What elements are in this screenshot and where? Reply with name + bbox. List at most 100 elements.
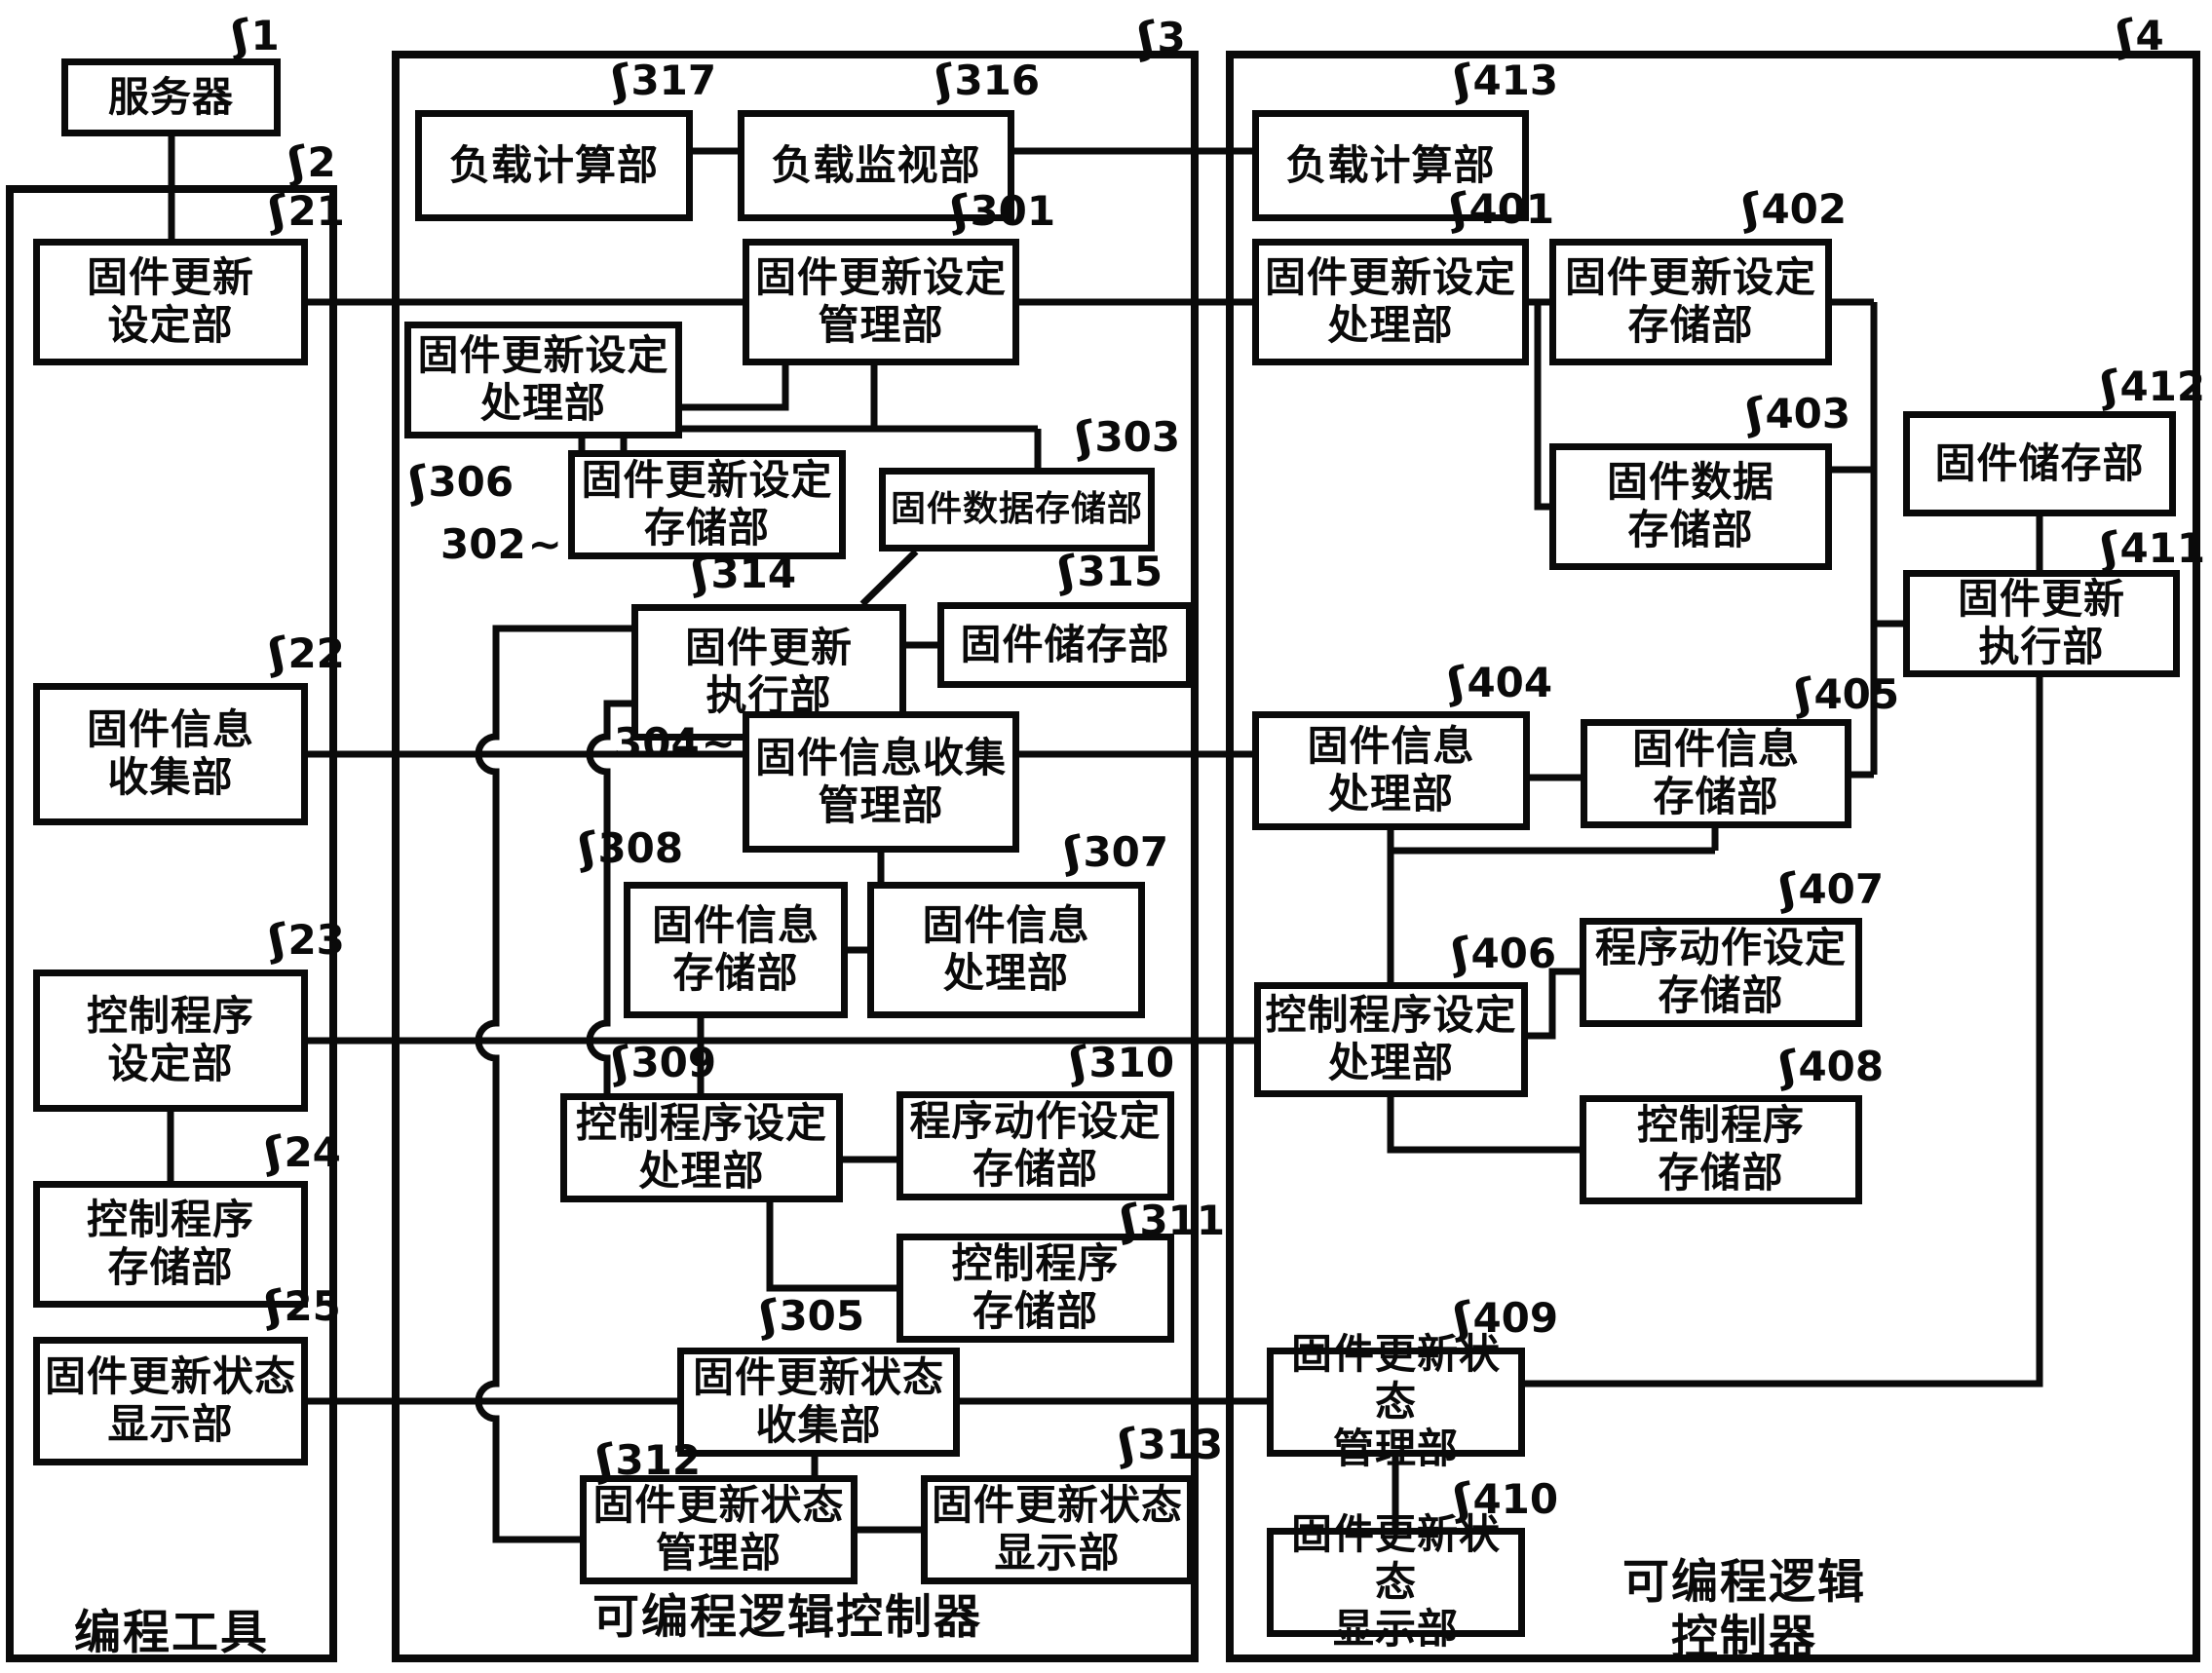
ref-numeral-402: ʃ402 [1736, 183, 1847, 234]
ref-number: 303 [1094, 413, 1181, 461]
connector-406-to-407 [1528, 968, 1580, 1040]
ref-number: 408 [1798, 1043, 1885, 1090]
box-fw-update-setting-unit: 固件更新 设定部 [33, 239, 308, 365]
box-fw-data-storage-403: 固件数据 存储部 [1549, 443, 1832, 570]
box-fw-info-storage-405: 固件信息 存储部 [1581, 719, 1851, 828]
box-fw-storage-412: 固件储存部 [1903, 411, 2176, 516]
container-plc-2 [1226, 51, 2200, 1662]
box-fw-update-status-display-t: 固件更新状态 显示部 [33, 1337, 308, 1465]
ref-numeral-310: ʃ310 [1064, 1037, 1174, 1087]
ref-number: 304 [614, 719, 700, 767]
ref-numeral-23: ʃ23 [263, 914, 345, 965]
box-prog-action-setting-310: 程序动作设定 存储部 [896, 1091, 1174, 1200]
connector-v1-314-312 [475, 625, 631, 1543]
container-plc-1 [392, 51, 1199, 1662]
box-fw-update-status-disp-313: 固件更新状态 显示部 [921, 1475, 1194, 1584]
ref-numeral-311: ʃ311 [1115, 1195, 1226, 1245]
box-fw-update-status-disp-410: 固件更新状态 显示部 [1267, 1510, 1525, 1653]
box-fw-update-status-coll-305: 固件更新状态 收集部 [677, 1348, 960, 1457]
box-fw-update-setting-mgmt-301: 固件更新设定 管理部 [743, 239, 1019, 365]
ref-number: 316 [954, 57, 1041, 104]
ref-number: 314 [710, 550, 797, 597]
ref-numeral-404: ʃ404 [1442, 657, 1552, 707]
ref-number: 412 [2119, 362, 2206, 410]
box-fw-info-collect-mgmt-304: 固件信息收集 管理部 [743, 711, 1019, 853]
ref-numeral-405: ʃ405 [1789, 668, 1899, 719]
ref-numeral-401: ʃ401 [1444, 183, 1554, 234]
ref-number: 406 [1470, 930, 1557, 977]
container-label-plc-2: 可编程逻辑 控制器 [1621, 1554, 1867, 1664]
box-fw-update-setting-stor-302: 固件更新设定 存储部 [568, 450, 846, 559]
ref-numeral-411: ʃ411 [2095, 522, 2205, 573]
ref-leader-tilde: ~ [701, 719, 736, 767]
ref-numeral-303: ʃ303 [1070, 411, 1180, 462]
ref-number: 317 [630, 57, 717, 104]
ref-numeral-313: ʃ313 [1113, 1419, 1223, 1469]
connector-401-to-403 [1534, 302, 1549, 511]
ref-number: 307 [1083, 828, 1169, 876]
ref-numeral-305: ʃ305 [754, 1290, 864, 1341]
ref-number: 404 [1467, 659, 1553, 706]
ref-numeral-4: ʃ4 [2111, 10, 2164, 60]
box-fw-info-proc-404: 固件信息 处理部 [1252, 711, 1530, 830]
ref-number: 410 [1472, 1475, 1559, 1523]
ref-number: 309 [630, 1039, 717, 1086]
box-fw-info-collecting-unit: 固件信息 收集部 [33, 683, 308, 825]
box-fw-info-storage-308: 固件信息 存储部 [624, 882, 848, 1018]
ref-number: 21 [287, 187, 345, 235]
ref-number: 1 [250, 12, 280, 59]
box-ctrl-prog-storage-unit-t: 控制程序 存储部 [33, 1181, 308, 1308]
box-load-calc-unit-413: 负载计算部 [1252, 110, 1529, 221]
ref-number: 310 [1088, 1039, 1175, 1086]
ref-number: 306 [428, 458, 515, 506]
ref-numeral-25: ʃ25 [259, 1280, 341, 1331]
ref-number: 23 [287, 916, 345, 964]
ref-number: 315 [1077, 548, 1163, 595]
ref-numeral-24: ʃ24 [259, 1126, 341, 1177]
box-fw-update-setting-proc-306: 固件更新设定 处理部 [404, 322, 682, 438]
box-ctrl-prog-setting-proc-309: 控制程序设定 处理部 [560, 1093, 843, 1202]
ref-numeral-413: ʃ413 [1448, 55, 1558, 105]
box-fw-update-setting-proc-401: 固件更新设定 处理部 [1252, 239, 1529, 365]
ref-number: 301 [970, 187, 1056, 235]
ref-numeral-409: ʃ409 [1448, 1292, 1558, 1343]
ref-numeral-403: ʃ403 [1740, 388, 1850, 438]
ref-number: 24 [284, 1128, 341, 1176]
box-load-calc-unit-317: 负载计算部 [415, 110, 693, 221]
ref-number: 2 [307, 138, 336, 186]
ref-numeral-21: ʃ21 [263, 185, 345, 236]
box-fw-storage-315: 固件储存部 [937, 602, 1193, 688]
ref-numeral-314: ʃ314 [686, 548, 797, 598]
connector-v2-314-309 [586, 700, 631, 1093]
ref-number: 411 [2119, 524, 2206, 572]
ref-numeral-304: 304~ [614, 723, 736, 764]
ref-numeral-307: ʃ307 [1058, 826, 1168, 877]
box-ctrl-prog-storage-311: 控制程序 存储部 [896, 1234, 1174, 1343]
container-label-programming-tool: 编程工具 [73, 1605, 270, 1660]
ref-number: 311 [1139, 1197, 1226, 1244]
box-fw-info-proc-307: 固件信息 处理部 [867, 882, 1145, 1018]
ref-numeral-2: ʃ2 [283, 136, 336, 187]
box-prog-action-setting-407: 程序动作设定 存储部 [1580, 918, 1862, 1027]
container-label-plc-1: 可编程逻辑控制器 [591, 1589, 983, 1645]
box-ctrl-prog-storage-408: 控制程序 存储部 [1580, 1095, 1862, 1204]
connector-303-314-diagonal [859, 549, 919, 607]
ref-numeral-301: ʃ301 [945, 185, 1055, 236]
ref-numeral-3: ʃ3 [1132, 12, 1186, 62]
box-fw-update-status-mgmt-312: 固件更新状态 管理部 [580, 1475, 858, 1584]
box-ctrl-prog-setting-unit: 控制程序 设定部 [33, 970, 308, 1112]
ref-numeral-410: ʃ410 [1448, 1473, 1558, 1524]
ref-numeral-309: ʃ309 [606, 1037, 716, 1087]
ref-numeral-316: ʃ316 [930, 55, 1041, 105]
ref-numeral-407: ʃ407 [1773, 863, 1884, 914]
ref-numeral-1: ʃ1 [226, 10, 280, 60]
box-load-monitor-unit-316: 负载监视部 [738, 110, 1014, 221]
ref-number: 25 [284, 1282, 341, 1330]
box-fw-update-setting-stor-402: 固件更新设定 存储部 [1549, 239, 1832, 365]
connector-406-to-408 [1387, 1097, 1580, 1154]
ref-number: 407 [1798, 865, 1885, 913]
box-fw-data-storage-303: 固件数据存储部 [879, 468, 1155, 551]
ref-numeral-306: ʃ306 [403, 456, 514, 507]
